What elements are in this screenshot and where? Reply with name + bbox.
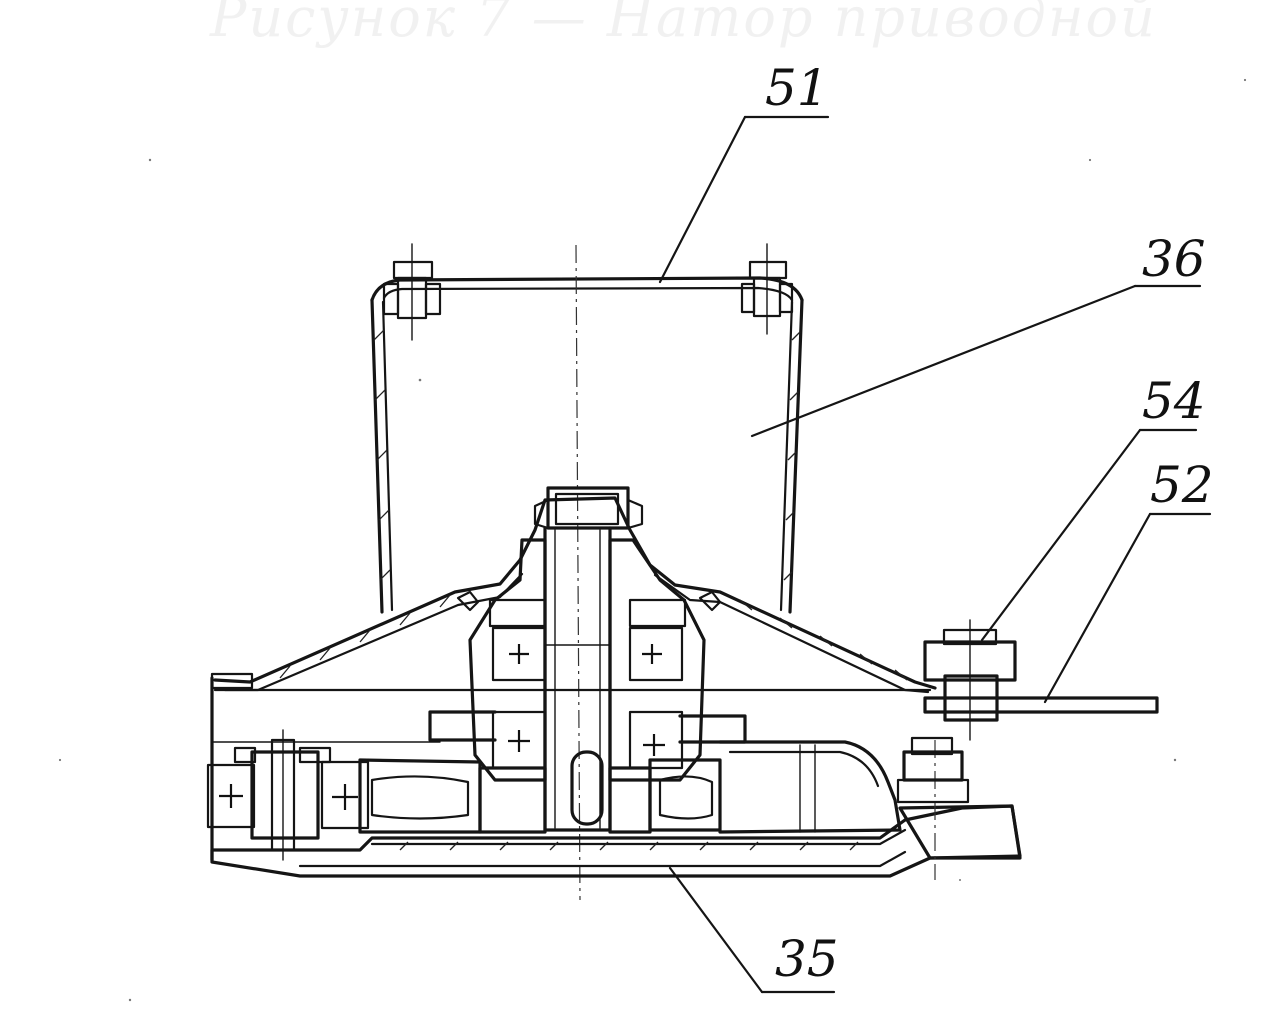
callout-36: 36 — [750, 230, 1206, 438]
lower-gearbox — [206, 729, 1022, 880]
cylinder-cover — [370, 243, 804, 614]
callout-label-52: 52 — [1150, 456, 1214, 514]
hub-and-shaft — [428, 486, 747, 832]
lid-bolt-right — [740, 243, 794, 335]
bolt-assembly-54 — [923, 619, 1017, 741]
callout-label-36: 36 — [1142, 230, 1206, 288]
callout-52: 52 — [1043, 456, 1214, 704]
callout-51: 51 — [658, 59, 830, 284]
plate-52 — [923, 696, 1159, 714]
lid-bolt-left — [382, 243, 442, 341]
callout-label-35: 35 — [775, 930, 839, 988]
scan-specks — [58, 78, 1247, 1002]
callout-label-54: 54 — [1142, 372, 1206, 430]
callout-54: 54 — [980, 372, 1206, 642]
callout-35: 35 — [668, 866, 839, 994]
drawing-title: Рисунок 7 — Натор приводной — [209, 0, 1157, 49]
callout-label-51: 51 — [765, 59, 829, 117]
centerline — [575, 244, 581, 901]
